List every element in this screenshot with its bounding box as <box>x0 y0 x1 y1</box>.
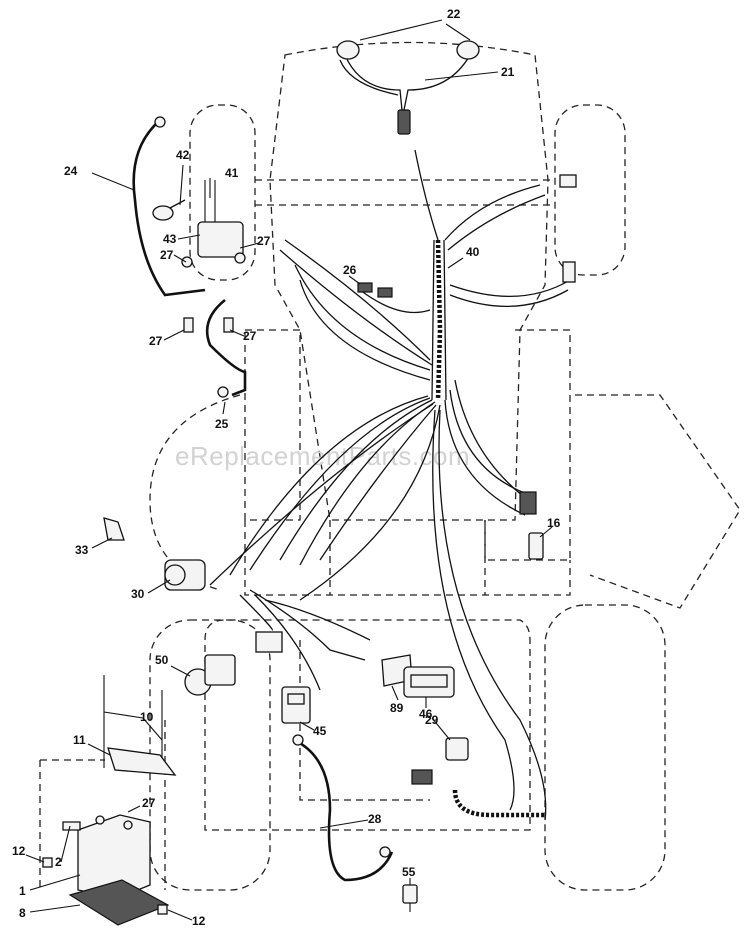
hood-outline <box>269 41 549 521</box>
callout-8: 8 <box>19 906 26 920</box>
mid-section <box>244 520 571 596</box>
deck-right <box>575 394 741 609</box>
battery-assembly <box>42 675 177 926</box>
callout-27-c: 27 <box>149 334 163 348</box>
callout-28: 28 <box>368 812 382 826</box>
solenoid-assembly <box>152 180 246 333</box>
callout-43: 43 <box>163 232 177 246</box>
callout-42: 42 <box>176 148 190 162</box>
callout-27-a: 27 <box>257 234 271 248</box>
battery-tray-8 <box>68 879 170 926</box>
battery-tray-outline <box>39 720 166 890</box>
cable-24 <box>132 121 206 297</box>
callout-leaders <box>25 19 553 921</box>
callout-16: 16 <box>547 516 561 530</box>
callout-45: 45 <box>313 724 327 738</box>
frame-rail-left <box>244 329 301 521</box>
callout-27-d: 27 <box>243 329 257 343</box>
main-harness-wires <box>209 149 571 821</box>
headlight-harness <box>336 40 480 135</box>
front-right-wheel <box>554 104 626 276</box>
switch-50 <box>184 654 236 696</box>
terminal-boot-42 <box>152 205 174 221</box>
switch-29 <box>445 737 469 761</box>
rear-body <box>204 619 531 831</box>
callout-1: 1 <box>19 884 26 898</box>
callout-labels: 22 21 42 41 24 43 27 27 27 27 40 26 25 3… <box>12 7 561 928</box>
wire-loom <box>435 239 443 401</box>
cable-28 <box>297 740 394 882</box>
callout-33: 33 <box>75 543 89 557</box>
callout-40: 40 <box>466 245 480 259</box>
callout-55: 55 <box>402 865 416 879</box>
frame-rail-right <box>484 329 571 561</box>
headlight-wire-right <box>403 54 471 111</box>
callout-21: 21 <box>501 65 515 79</box>
cable-25 <box>205 298 247 397</box>
headlight-wire-left-b <box>339 59 399 96</box>
harness-connector <box>255 631 283 653</box>
callout-27-b: 27 <box>160 248 174 262</box>
headlight-left <box>336 40 360 60</box>
connector-26 <box>357 282 373 293</box>
callout-27-e: 27 <box>142 796 156 810</box>
solenoid-43 <box>197 221 244 258</box>
headlight-wire-left <box>344 54 403 111</box>
headlight-right <box>456 40 480 60</box>
callout-89: 89 <box>390 701 404 715</box>
callout-12-a: 12 <box>12 844 26 858</box>
callout-29: 29 <box>425 713 439 727</box>
headlight-connector <box>397 109 411 135</box>
callout-41: 41 <box>225 166 239 180</box>
rear-right-wheel <box>544 604 666 891</box>
callout-10: 10 <box>140 710 154 724</box>
callout-26: 26 <box>343 263 357 277</box>
battery-1 <box>77 814 151 899</box>
ground-cables <box>132 116 247 398</box>
hold-down-bracket <box>107 747 177 776</box>
relay-16 <box>528 532 544 560</box>
fuse-holder-55 <box>402 884 418 912</box>
tractor-outline <box>39 41 741 891</box>
callout-22: 22 <box>447 7 461 21</box>
callout-30: 30 <box>131 587 145 601</box>
front-left-wheel <box>189 104 256 281</box>
front-axle <box>255 179 555 206</box>
callout-25: 25 <box>215 417 229 431</box>
callout-24: 24 <box>64 164 78 178</box>
module-45 <box>281 686 311 724</box>
ignition-switch-30 <box>164 559 206 591</box>
callout-11: 11 <box>73 733 86 747</box>
callout-2: 2 <box>55 855 62 869</box>
callout-50: 50 <box>155 653 169 667</box>
bracket-33 <box>103 517 125 541</box>
coiled-cord <box>452 789 545 818</box>
callout-46: 46 <box>419 707 433 721</box>
callout-12-b: 12 <box>192 914 206 928</box>
